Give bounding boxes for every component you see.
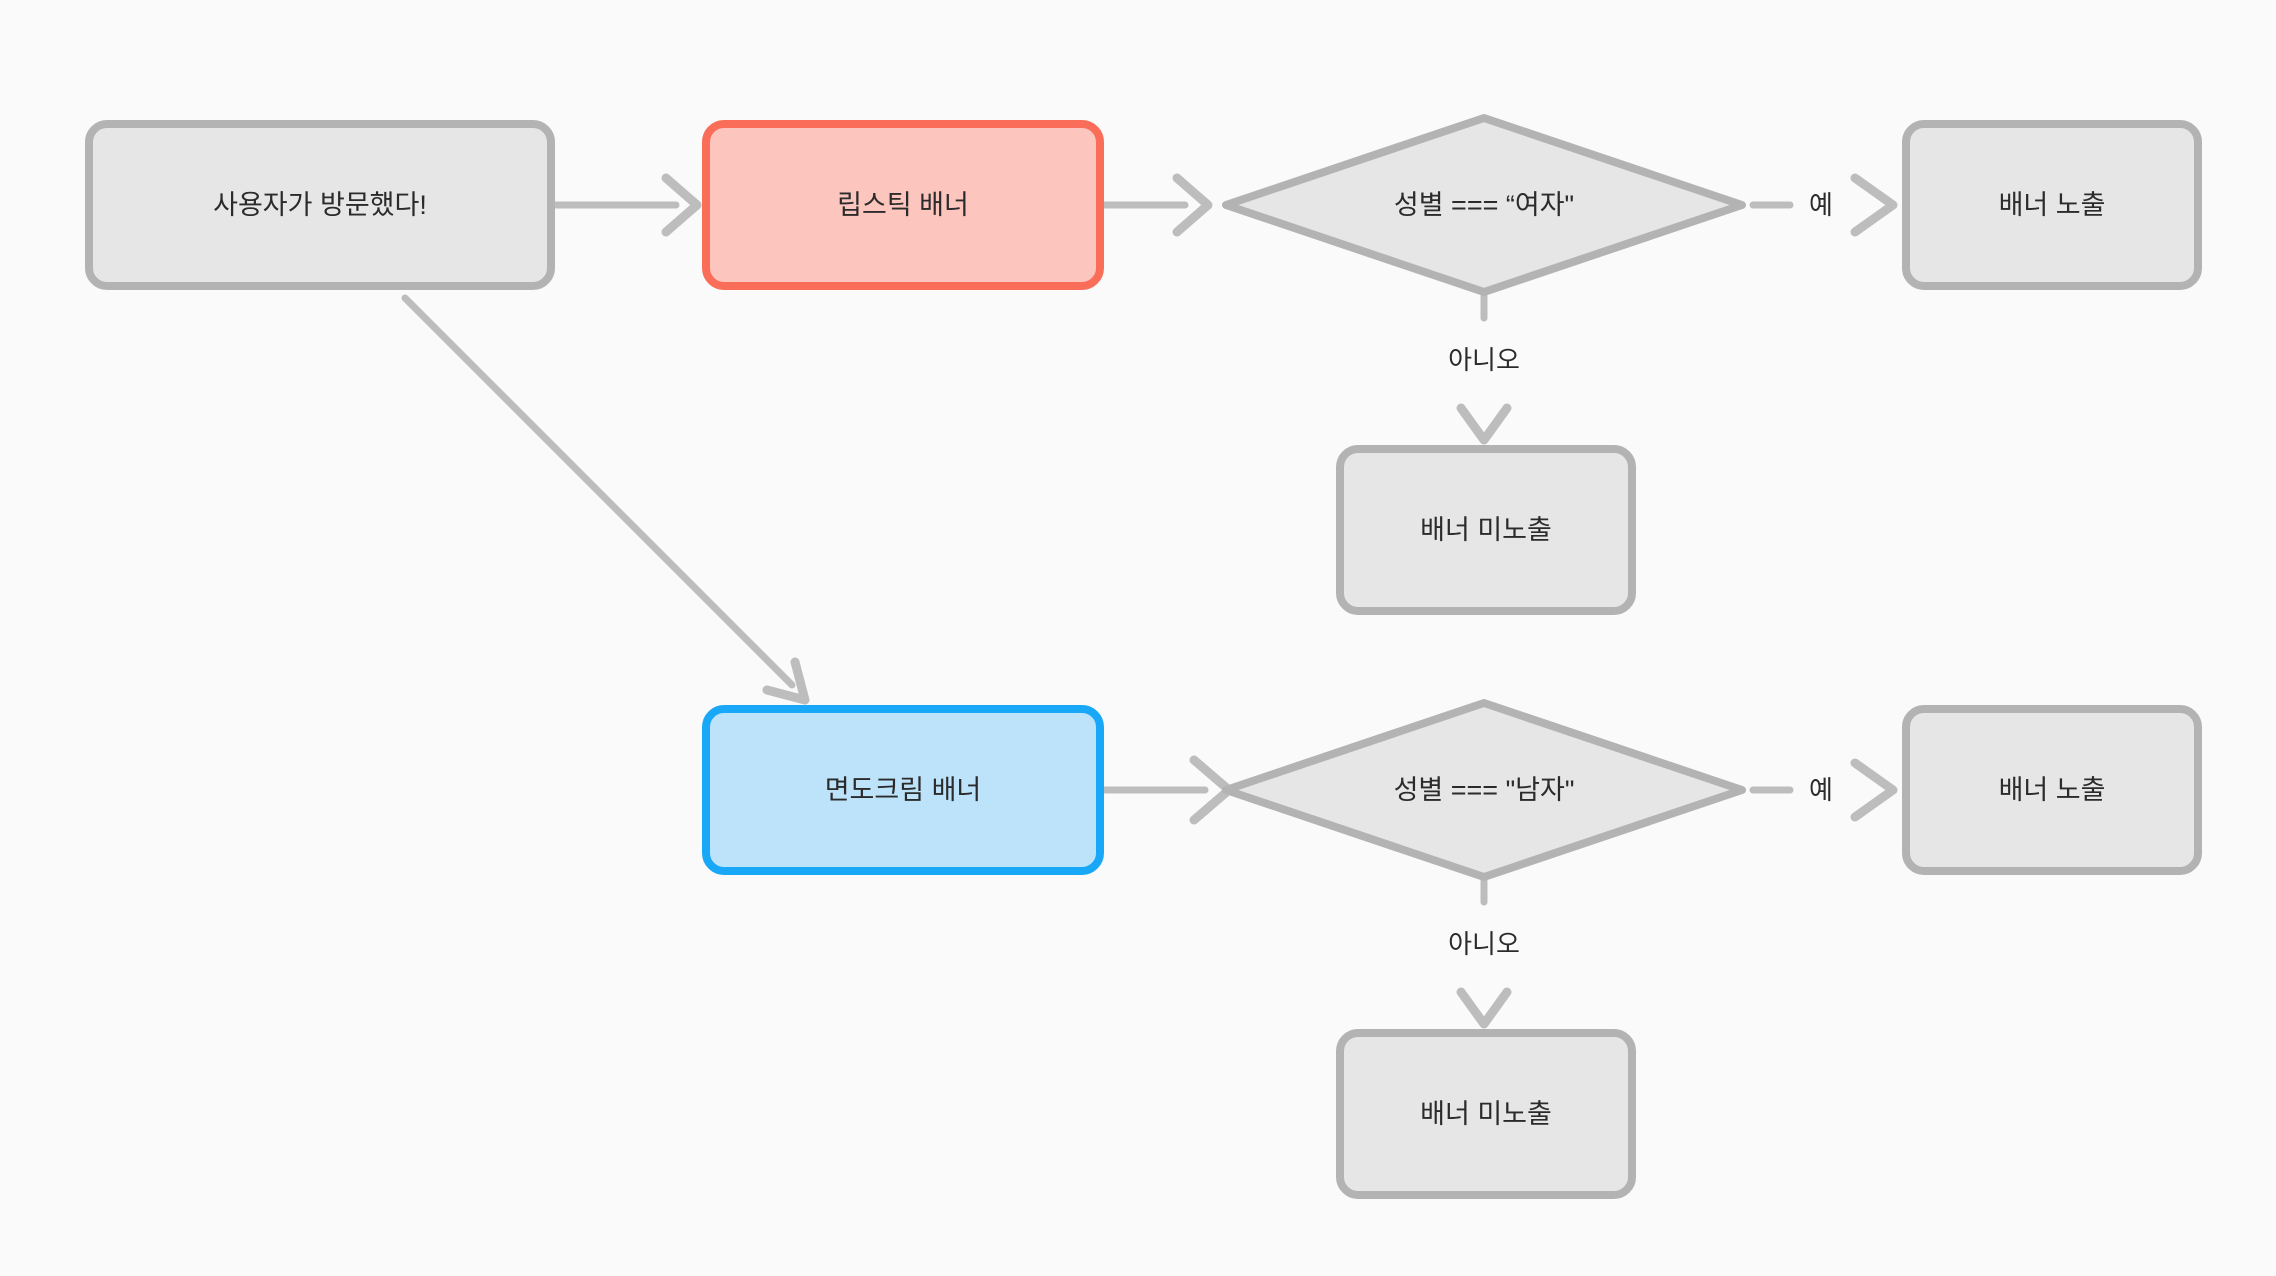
edge-visit-to-lipstick [552, 173, 702, 237]
edge-cond-female-yes: 예 [1749, 173, 1898, 237]
node-lipstick[interactable]: 립스틱 배너 [702, 120, 1104, 290]
node-hide-female-label: 배너 미노출 [1420, 515, 1552, 545]
node-hide-male-shape[interactable] [1336, 1029, 1636, 1199]
node-show-female-label: 배너 노출 [1999, 190, 2106, 220]
node-visit-label: 사용자가 방문했다! [213, 190, 427, 220]
node-hide-male-label: 배너 미노출 [1420, 1099, 1552, 1129]
node-show-male-label: 배너 노출 [1999, 775, 2106, 805]
edge-label-yes-bottom: 예 [1809, 775, 1833, 805]
node-cond-female[interactable]: 성별 === “여자" [1222, 114, 1746, 296]
node-hide-female-shape[interactable] [1336, 445, 1636, 615]
node-cond-female-label: 성별 === “여자" [1394, 190, 1574, 220]
node-shavingcream[interactable]: 면도크림 배너 [702, 705, 1104, 875]
node-visit[interactable]: 사용자가 방문했다! [85, 120, 555, 290]
node-hide-female[interactable]: 배너 미노출 [1336, 445, 1636, 615]
edge-cond-male-yes: 예 [1749, 758, 1898, 822]
edge-label-no-bottom: 아니오 [1448, 929, 1520, 959]
node-show-female[interactable]: 배너 노출 [1902, 120, 2202, 290]
node-lipstick-shape[interactable] [702, 120, 1104, 290]
edge-visit-to-shavingcream [401, 294, 810, 705]
edge-label-no-top: 아니오 [1448, 345, 1520, 375]
node-lipstick-label: 립스틱 배너 [837, 190, 969, 220]
node-shavingcream-shape[interactable] [702, 705, 1104, 875]
node-cond-female-shape[interactable] [1222, 114, 1746, 296]
node-cond-male-shape[interactable] [1222, 699, 1746, 881]
node-show-female-shape[interactable] [1902, 120, 2202, 290]
node-show-male-shape[interactable] [1902, 705, 2202, 875]
edge-label-yes-top: 예 [1809, 190, 1833, 220]
edge-shavingcream-to-cond-male [1101, 755, 1234, 825]
node-visit-shape[interactable] [85, 120, 555, 290]
edge-cond-male-no: 아니오 [1448, 868, 1520, 1029]
node-hide-male[interactable]: 배너 미노출 [1336, 1029, 1636, 1199]
edge-cond-female-no: 아니오 [1448, 284, 1520, 445]
node-cond-male-label: 성별 === "남자" [1394, 775, 1575, 805]
node-cond-male[interactable]: 성별 === "남자" [1222, 699, 1746, 881]
node-show-male[interactable]: 배너 노출 [1902, 705, 2202, 875]
edge-lipstick-to-cond-female [1101, 173, 1213, 237]
node-shavingcream-label: 면도크림 배너 [825, 775, 982, 805]
